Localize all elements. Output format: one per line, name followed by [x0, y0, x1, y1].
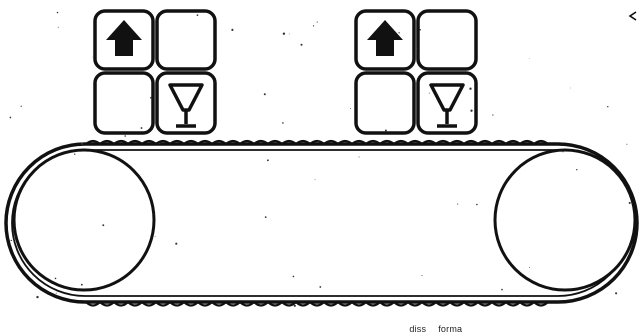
speckle [81, 284, 83, 286]
speckle [359, 157, 360, 158]
speckle [102, 224, 104, 226]
speckle [562, 151, 563, 152]
speckle [141, 127, 143, 129]
speckle [576, 169, 577, 170]
speckle [419, 29, 421, 31]
speckle [317, 22, 318, 23]
speckle [55, 278, 57, 280]
speckle [492, 114, 493, 115]
speckle [626, 144, 627, 145]
speckle [315, 179, 316, 180]
speckle [11, 240, 12, 241]
conveyor-diagram [0, 0, 643, 325]
package-cell [418, 11, 476, 69]
speckle [175, 243, 177, 245]
speckle [501, 289, 503, 291]
speckle [231, 29, 233, 31]
speckle [421, 275, 422, 276]
speckle [607, 106, 608, 107]
speckle [265, 216, 267, 218]
speckle [417, 48, 418, 49]
speckle [615, 292, 617, 294]
speckle [457, 204, 458, 205]
speckle [283, 33, 285, 35]
speckle [154, 214, 155, 215]
left-roller [14, 150, 154, 290]
speckle [159, 143, 161, 145]
corner-mark [630, 12, 636, 20]
caption: diss forma [404, 314, 462, 334]
speckle [56, 293, 57, 294]
package-cell [157, 11, 215, 69]
speckle [36, 296, 38, 298]
speckle [92, 57, 93, 58]
speckle [294, 305, 296, 307]
speckle [282, 122, 284, 124]
speckle [529, 58, 530, 59]
speckle [21, 106, 22, 107]
speckle [469, 88, 471, 90]
speckle [74, 154, 75, 155]
speckle [398, 32, 399, 33]
speckle [317, 141, 319, 143]
caption-word-1: diss [409, 324, 426, 334]
package-cell [356, 73, 414, 133]
speckle [300, 44, 302, 46]
speckle [350, 108, 351, 109]
speckle [289, 142, 290, 143]
speckle [81, 143, 83, 145]
package-cell [95, 73, 153, 133]
speckle [58, 27, 59, 28]
right-package [356, 11, 476, 133]
speckle [570, 88, 571, 89]
speckle [429, 93, 430, 94]
speckle [476, 204, 478, 206]
caption-word-2: forma [438, 324, 462, 334]
speckle [155, 236, 156, 237]
speckle [289, 34, 290, 35]
speckle [319, 286, 321, 288]
speckle [629, 202, 631, 204]
speckle [57, 12, 59, 14]
left-package [95, 11, 215, 133]
speckle [385, 130, 387, 132]
speckle [293, 276, 295, 278]
speckle [124, 135, 126, 137]
speckle [10, 117, 12, 119]
speckle [529, 267, 530, 268]
speckle [197, 14, 199, 16]
speckle [313, 25, 314, 26]
speckle [264, 93, 266, 95]
speckle [267, 159, 269, 161]
right-roller [495, 150, 635, 290]
speckle [150, 97, 152, 99]
speckle [470, 110, 472, 112]
